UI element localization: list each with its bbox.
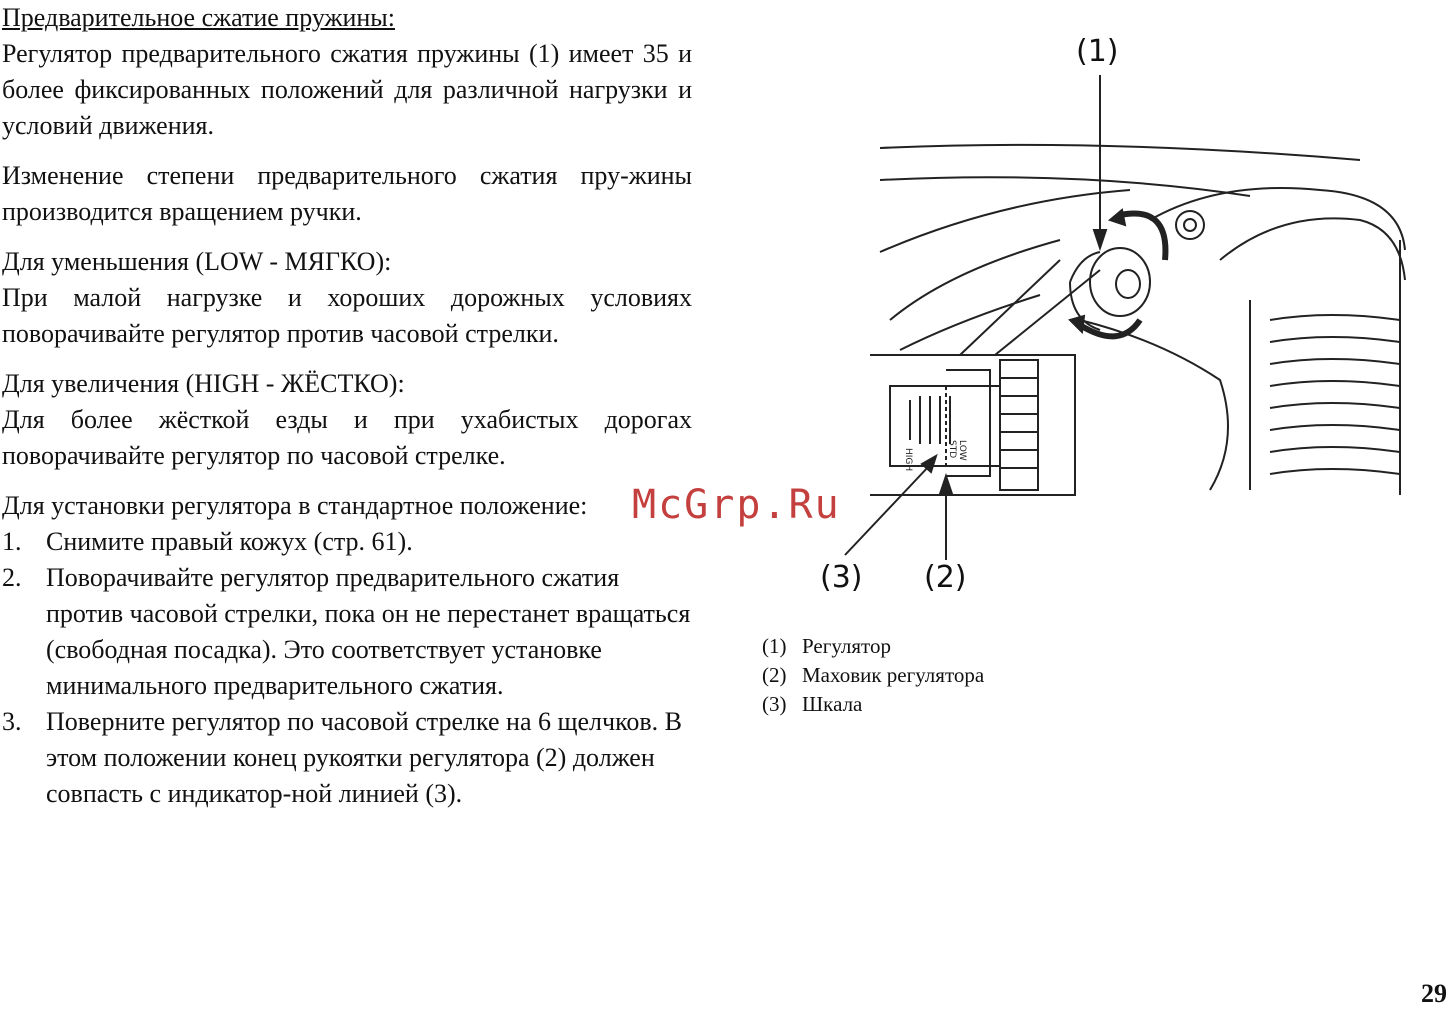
step-number: 1. <box>2 527 22 556</box>
rotation-arrow-icon <box>1119 210 1169 261</box>
engine-fin <box>1269 402 1401 409</box>
callout-2: (2) <box>924 560 967 595</box>
scale-label-low: LOW <box>957 440 967 461</box>
page-number: 29 <box>1421 979 1447 1008</box>
callout-3: (3) <box>820 560 863 595</box>
step-number: 2. <box>2 563 22 592</box>
adjuster-knob <box>1089 247 1151 317</box>
scale-label-std: STD <box>947 440 957 458</box>
arrowhead-icon <box>920 453 938 474</box>
high-paragraph: Для увеличения (HIGH - ЖЁСТКО): Для боле… <box>2 366 692 474</box>
step-item: 1. Снимите правый кожух (стр. 61). <box>2 524 692 560</box>
frame-line <box>879 189 1131 253</box>
arrowhead-icon <box>1092 229 1108 252</box>
legend-row: (1) Регулятор <box>762 632 984 661</box>
legend-row: (2) Маховик регулятора <box>762 661 984 690</box>
adjuster-body <box>1069 281 1101 331</box>
connector-line <box>994 269 1101 356</box>
adjuster-body <box>1069 251 1101 283</box>
section-heading: Предварительное сжатие пружины: <box>2 3 395 32</box>
rotation-arrow-icon <box>1078 318 1143 340</box>
high-title: Для увеличения (HIGH - ЖЁСТКО): <box>2 369 405 398</box>
rotation-paragraph: Изменение степени предварительного сжати… <box>2 161 692 226</box>
frame-line <box>879 176 1251 197</box>
handwheel-grooves <box>1000 377 1038 469</box>
frame-line <box>899 294 1041 351</box>
frame-bolt <box>1183 218 1197 232</box>
frame-line <box>879 143 1361 161</box>
frame-bolt <box>1175 210 1205 240</box>
step-text: Поворачивайте регулятор предварительного… <box>46 563 691 700</box>
step-item: 2. Поворачивайте регулятор предварительн… <box>2 560 692 704</box>
low-title: Для уменьшения (LOW - МЯГКО): <box>2 247 392 276</box>
step-item: 3. Поверните регулятор по часовой стрелк… <box>2 704 692 812</box>
legend-key: (1) <box>762 634 787 658</box>
legend-label: Маховик регулятора <box>802 663 985 687</box>
intro-paragraph: Регулятор предварительного сжатия пружин… <box>2 39 692 140</box>
engine-fin <box>1269 314 1401 321</box>
legend-label: Регулятор <box>802 634 891 658</box>
adjuster-sleeve <box>946 369 991 477</box>
engine-fin <box>1269 380 1401 387</box>
tank-outline <box>1149 187 1406 251</box>
engine-fin <box>1269 358 1401 365</box>
high-text: Для более жёсткой езды и при ухабистых д… <box>2 405 692 470</box>
low-paragraph: Для уменьшения (LOW - МЯГКО): При малой … <box>2 244 692 352</box>
frame-line <box>889 239 1061 321</box>
inset-frame <box>870 354 1076 496</box>
arrowhead-icon <box>1068 314 1086 335</box>
arrowhead-icon <box>938 472 954 495</box>
legend-label: Шкала <box>802 692 863 716</box>
engine-fin <box>1269 446 1401 453</box>
standard-title: Для установки регулятора в стандартное п… <box>2 491 588 520</box>
arrowhead-icon <box>1107 208 1127 227</box>
shock-body <box>1079 319 1229 491</box>
scale-label-high: HIGH <box>903 448 913 471</box>
tank-outline <box>1219 217 1406 281</box>
engine-fin <box>1269 336 1401 343</box>
connector-line <box>959 259 1061 356</box>
low-text: При малой нагрузке и хороших дорожных ус… <box>2 283 692 348</box>
suspension-illustration: HIGH STD LOW (1) (2) (3) <box>800 20 1420 610</box>
callout-line <box>844 464 931 556</box>
legend-key: (2) <box>762 663 787 687</box>
adjuster-handwheel <box>999 359 1039 491</box>
step-number: 3. <box>2 707 22 736</box>
steps-list: 1. Снимите правый кожух (стр. 61). 2. По… <box>2 524 692 812</box>
adjuster-drawing: HIGH STD LOW <box>844 75 1406 560</box>
step-text: Снимите правый кожух (стр. 61). <box>46 527 413 556</box>
instruction-column: Предварительное сжатие пружины: Регулято… <box>2 0 692 812</box>
watermark: McGrp.Ru <box>632 482 841 528</box>
figure-legend: (1) Регулятор (2) Маховик регулятора (3)… <box>762 632 984 719</box>
step-text: Поверните регулятор по часовой стрелке н… <box>46 707 683 808</box>
engine-fin <box>1269 424 1401 431</box>
callout-1: (1) <box>1076 34 1119 69</box>
engine-fin <box>1269 468 1401 475</box>
legend-row: (3) Шкала <box>762 690 984 719</box>
legend-key: (3) <box>762 692 787 716</box>
adjuster-knob-center <box>1115 269 1141 299</box>
